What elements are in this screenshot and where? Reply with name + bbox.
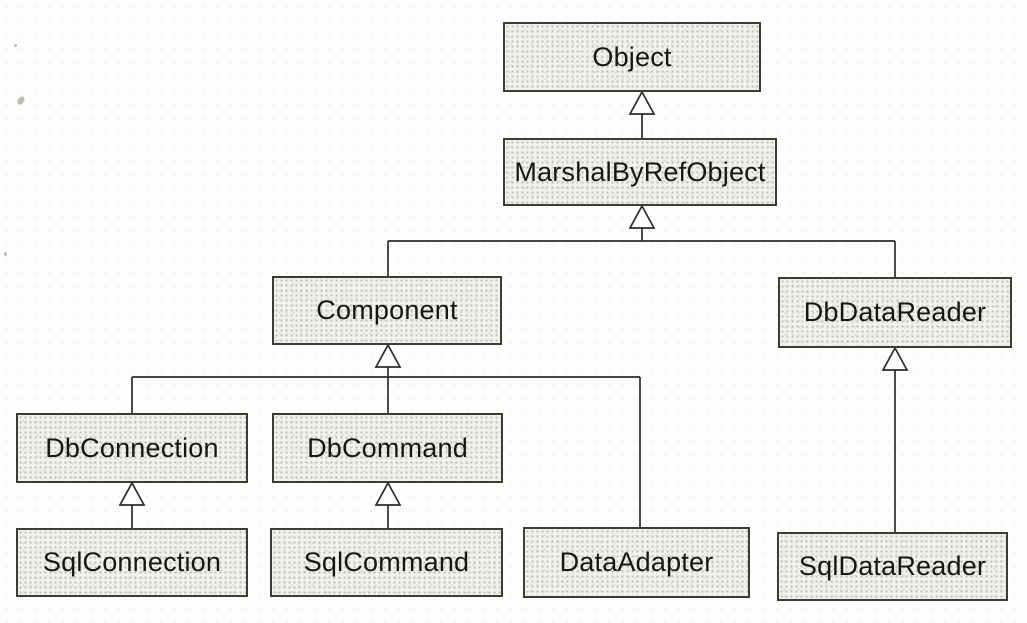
class-label-sqldatareader: SqlDataReader [798, 551, 987, 581]
class-box-sqldatareader: SqlDataReader [777, 532, 1008, 601]
scan-artifact [15, 95, 27, 106]
class-box-dbdatareader: DbDataReader [778, 277, 1012, 348]
edge-marshalbyrefobject-to-object [628, 90, 656, 138]
class-label-sqlconnection: SqlConnection [42, 547, 222, 577]
scan-artifact [14, 44, 17, 47]
hollow-triangle-icon [118, 481, 146, 506]
edge-sqlcommand-to-dbcommand [374, 481, 402, 528]
class-label-component: Component [316, 295, 458, 325]
scan-artifact [4, 252, 7, 256]
class-box-dbconnection: DbConnection [16, 413, 248, 483]
class-box-object: Object [503, 22, 761, 92]
class-label-sqlcommand: SqlCommand [303, 547, 470, 577]
edge-sqlconnection-to-dbconnection [118, 481, 146, 528]
class-label-dbcommand: DbCommand [307, 432, 468, 463]
class-label-dataadapter: DataAdapter [559, 547, 714, 577]
class-box-dataadapter: DataAdapter [523, 527, 750, 598]
class-box-component: Component [272, 276, 502, 345]
class-box-sqlconnection: SqlConnection [16, 528, 248, 597]
class-box-dbcommand: DbCommand [272, 413, 503, 483]
edge-sqldatareader-to-dbdatareader [881, 346, 909, 532]
class-label-marshalbyrefobject: MarshalByRefObject [514, 156, 766, 187]
class-box-marshalbyrefobject: MarshalByRefObject [503, 138, 777, 206]
class-label-object: Object [592, 41, 672, 72]
edge-component-dbdatareader-to-marshalbyrefobject [387, 204, 896, 277]
hollow-triangle-icon [628, 204, 656, 229]
hollow-triangle-icon [374, 343, 402, 368]
hollow-triangle-icon [881, 346, 909, 371]
class-label-dbconnection: DbConnection [45, 432, 219, 463]
class-box-sqlcommand: SqlCommand [270, 528, 503, 597]
class-label-dbdatareader: DbDataReader [803, 297, 987, 327]
hollow-triangle-icon [628, 90, 656, 115]
hollow-triangle-icon [374, 481, 402, 506]
